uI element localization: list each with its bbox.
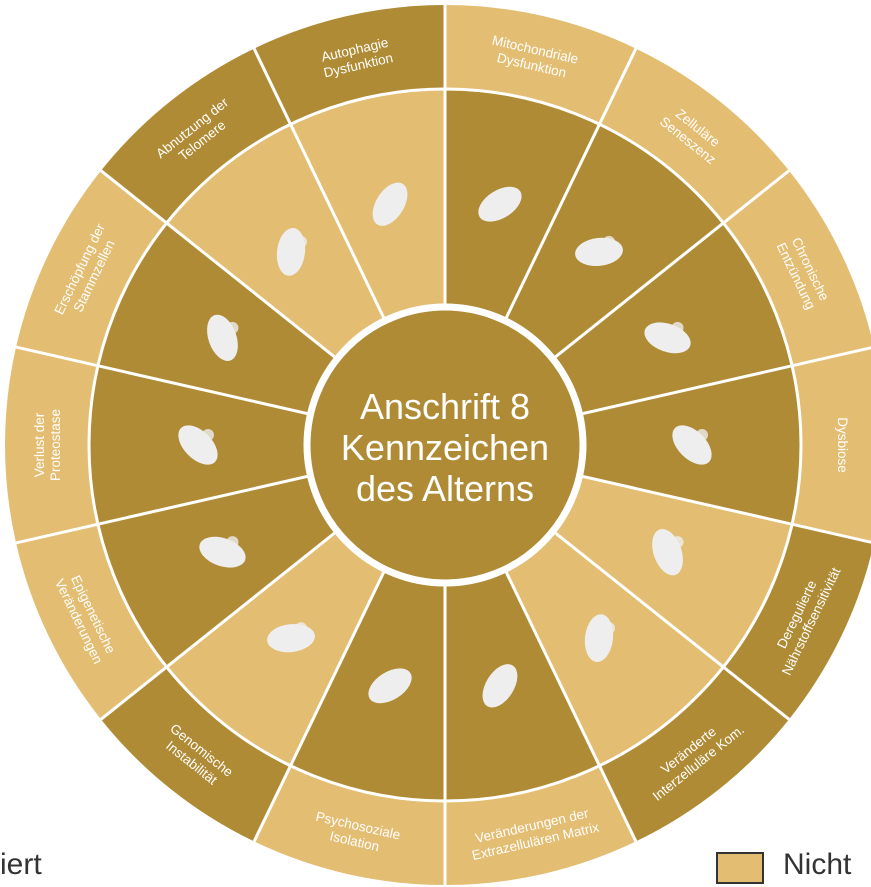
- extracellular-matrix-icon: [482, 664, 518, 708]
- senescent-cell-icon: [575, 235, 623, 267]
- dna-helix-icon: [267, 622, 315, 653]
- stem-cell-icon: [207, 314, 239, 361]
- people-group-icon: [368, 668, 412, 704]
- center-title-line-2: Kennzeichen: [341, 427, 549, 468]
- network-icon: [584, 614, 616, 663]
- legend-left-label: iert: [0, 848, 42, 881]
- chromosome-icon: [276, 227, 307, 276]
- inflammation-icon: [644, 321, 691, 354]
- segment-label-line: Verlust der: [32, 412, 47, 477]
- icons-layer: [178, 182, 712, 708]
- segment-panel-4: [445, 365, 801, 525]
- mitochondrion-icon: [478, 186, 522, 222]
- autophagy-icon: [372, 182, 408, 226]
- center-title-line-1: Anschrift 8: [360, 386, 530, 427]
- segment-label-line: Dysbiose: [835, 417, 850, 473]
- chromatin-icon: [199, 536, 246, 568]
- legend-swatch: [716, 852, 764, 884]
- bacterium-icon: [672, 425, 712, 465]
- protein-structure-icon: [178, 425, 218, 465]
- segment-label-line: Proteostase: [48, 409, 63, 481]
- legend-right-label: Nicht: [783, 848, 852, 881]
- inner-ring: [87, 87, 803, 803]
- center-circle: [303, 303, 587, 587]
- segment-label-4: Dysbiose: [835, 417, 850, 473]
- cutlery-icon: [652, 529, 684, 576]
- segment-panel-11: [88, 365, 445, 525]
- center-title-line-3: des Alterns: [356, 468, 534, 509]
